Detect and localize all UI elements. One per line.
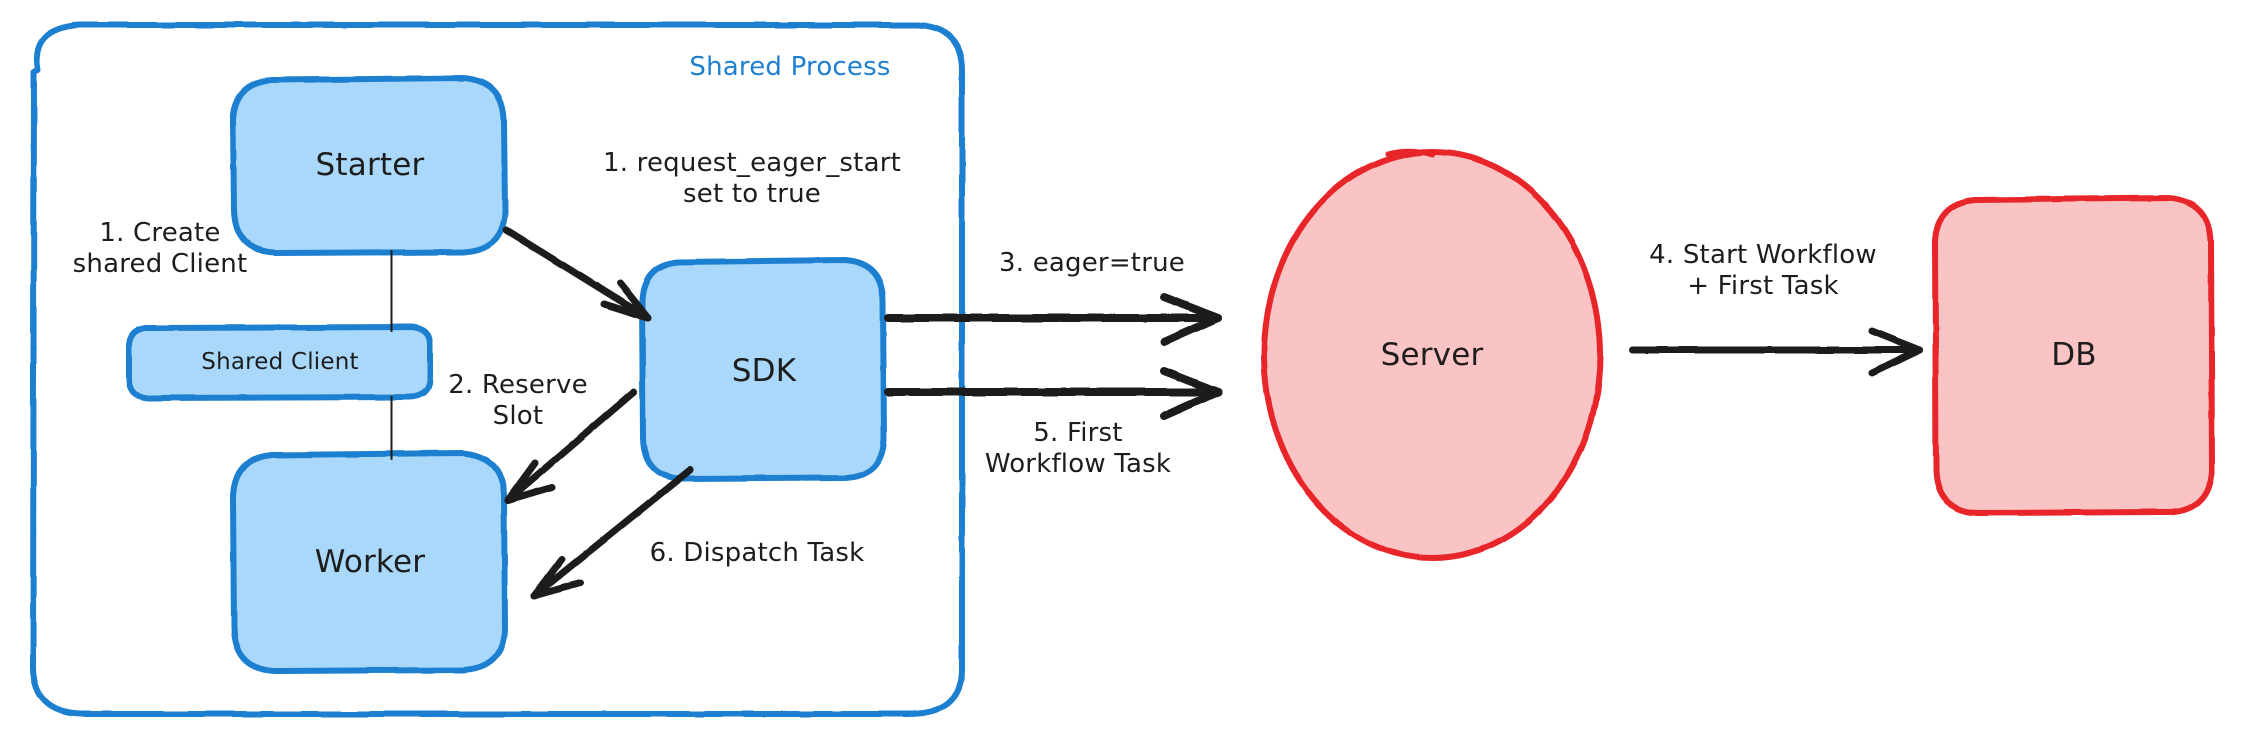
- edge-5-first-workflow-task: [884, 367, 1222, 420]
- node-server-shape[interactable]: [1261, 148, 1603, 561]
- edge-starter-worker-line: [388, 250, 395, 460]
- edge-1-starter-to-sdk: [502, 226, 652, 322]
- node-starter-shape[interactable]: [230, 75, 508, 256]
- edge-2-sdk-to-worker: [504, 388, 638, 504]
- shared-process-container: [30, 22, 965, 717]
- edge-6-sdk-to-worker: [530, 466, 694, 600]
- node-db-shape[interactable]: [1932, 195, 2215, 516]
- node-worker-shape[interactable]: [230, 450, 508, 674]
- node-sdk-shape[interactable]: [639, 257, 887, 482]
- node-shared-client-shape[interactable]: [126, 324, 433, 401]
- edge-4-server-to-db: [1628, 327, 1924, 377]
- edge-3-sdk-to-server: [884, 293, 1222, 346]
